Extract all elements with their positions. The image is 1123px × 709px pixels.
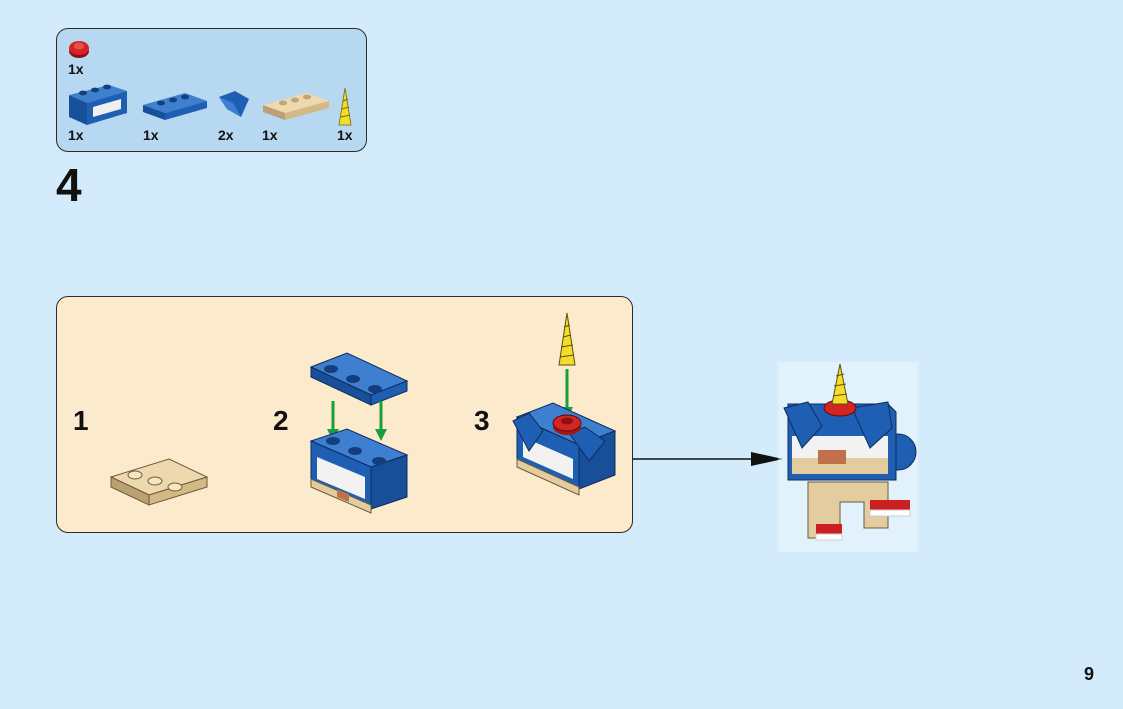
- sub-assembly-callout: 1 2 3: [56, 296, 633, 533]
- substep-3-number: 3: [474, 405, 490, 436]
- substep-1-tan-plate: [109, 458, 209, 506]
- substep-3-assembly: [512, 312, 617, 496]
- blue-ear-part: [219, 91, 249, 117]
- blue-printed-brick-part: [69, 84, 127, 125]
- substep-2-number: 2: [273, 405, 289, 436]
- substep-1-number: 1: [73, 405, 89, 436]
- blue-plate-qty: 1x: [143, 127, 159, 143]
- step-number: 4: [56, 159, 82, 211]
- red-round-plate-part: [69, 41, 89, 58]
- blue-printed-brick-qty: 1x: [68, 127, 84, 143]
- substep-2-assembly: [309, 352, 409, 514]
- blue-plate-part: [143, 93, 207, 120]
- result-model: [778, 362, 918, 552]
- result-arrow: [633, 452, 783, 466]
- page-number: 9: [1083, 664, 1094, 684]
- tan-plate-part: [263, 93, 329, 120]
- red-round-plate-qty: 1x: [68, 61, 84, 77]
- blue-ear-qty: 2x: [218, 127, 234, 143]
- yellow-horn-qty: 1x: [337, 127, 353, 143]
- yellow-horn-part: [338, 87, 352, 126]
- tan-plate-qty: 1x: [262, 127, 278, 143]
- parts-list-box: 1x 1x 1x 2x 1x: [56, 28, 367, 152]
